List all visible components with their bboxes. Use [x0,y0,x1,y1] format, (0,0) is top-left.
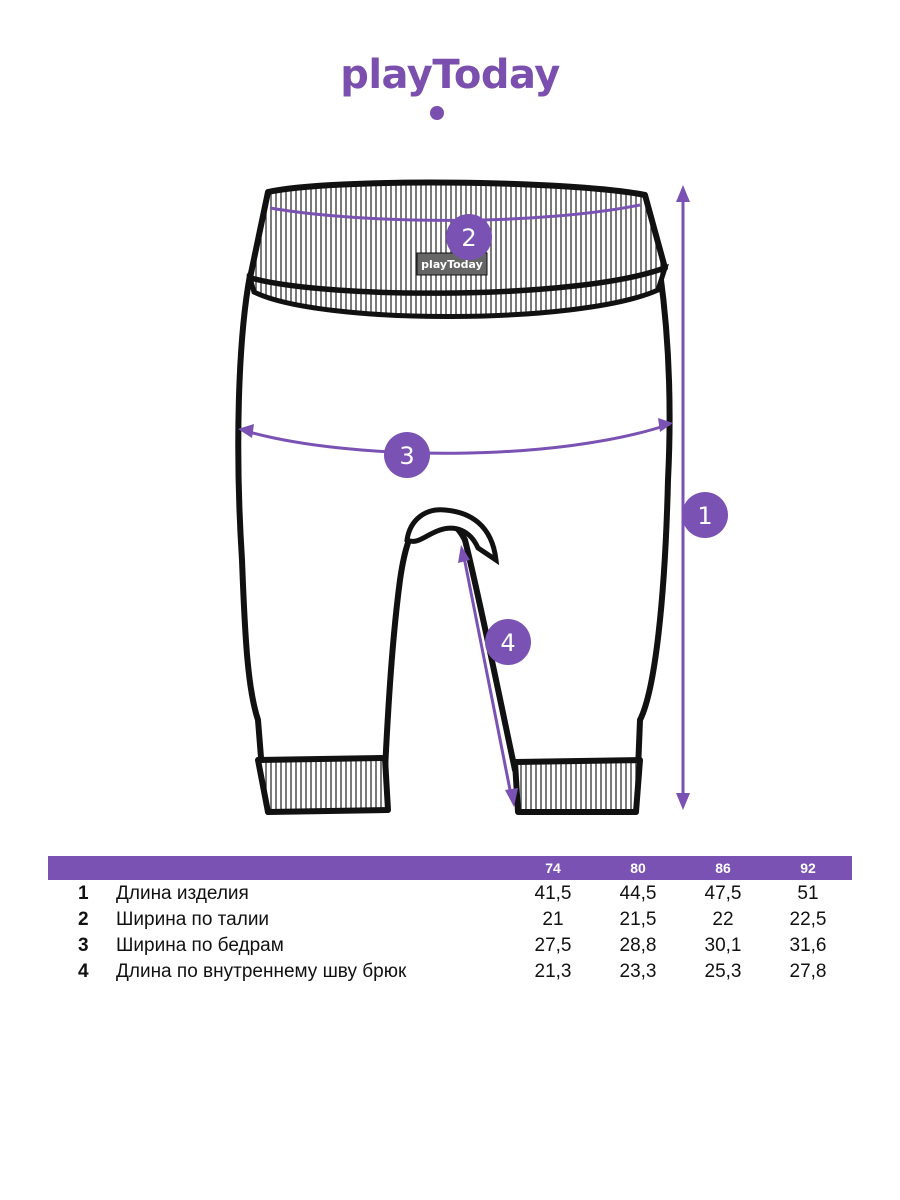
row-number: 1 [78,883,89,904]
row-value: 27,5 [534,935,572,956]
left-cuff [255,755,391,815]
waistband-lower [246,263,669,319]
marker-3 [384,432,430,478]
hip-arrow [241,422,671,455]
inseam-arrow [461,551,514,801]
logo-dot [430,106,444,120]
brand-logo: playToday [340,52,560,98]
marker-2-label: 2 [461,224,476,252]
table-row: 4 Длина по внутреннему шву брюк 21,3 23,… [48,958,852,984]
row-value: 28,8 [619,935,657,956]
marker-4-label: 4 [500,629,515,657]
row-number: 2 [78,909,89,930]
row-value: 22,5 [789,909,827,930]
row-label: Ширина по бедрам [116,935,284,956]
length-arrow-head-top [676,185,690,202]
pants-diagram: playToday 1 2 3 4 [235,179,728,815]
row-value: 30,1 [704,935,742,956]
size-header: 74 80 86 92 [48,856,852,880]
table-row: 3 Ширина по бедрам 27,5 28,8 30,1 31,6 [48,932,852,958]
row-number: 4 [78,961,89,982]
length-arrow-head-bottom [676,793,690,810]
size-74: 74 [545,860,561,876]
row-value: 44,5 [619,883,657,904]
row-value: 47,5 [704,883,742,904]
row-label: Ширина по талии [116,909,270,930]
row-value: 51 [797,883,819,904]
inseam-arrow-head-top [458,545,470,563]
size-86: 86 [715,860,731,876]
row-value: 22 [712,909,734,930]
marker-1 [682,492,728,538]
size-table: 74 80 86 92 1 Длина изделия 41,5 44,5 47… [48,856,852,984]
row-value: 41,5 [534,883,572,904]
size-92: 92 [800,860,816,876]
marker-3-label: 3 [399,442,414,470]
right-cuff [512,757,643,815]
row-value: 25,3 [704,961,742,982]
waistband-tag-text: playToday [421,258,483,271]
row-label: Длина по внутреннему шву брюк [116,961,407,982]
row-value: 21,3 [534,961,572,982]
marker-2 [446,214,492,260]
hip-arrow-head-left [238,424,254,438]
row-value: 27,8 [789,961,827,982]
crotch-notch [404,507,500,566]
hip-arrow-head-right [658,418,673,432]
marker-1-label: 1 [697,502,712,530]
row-label: Длина изделия [116,883,249,904]
marker-4 [485,619,531,665]
inseam-arrow-head-bottom [505,788,518,807]
row-number: 3 [78,935,89,956]
size-80: 80 [630,860,646,876]
row-value: 21 [542,909,564,930]
row-value: 23,3 [619,961,657,982]
row-value: 31,6 [789,935,827,956]
row-value: 21,5 [619,909,657,930]
table-row: 2 Ширина по талии 21 21,5 22 22,5 [48,906,852,932]
table-row: 1 Длина изделия 41,5 44,5 47,5 51 [48,880,852,906]
